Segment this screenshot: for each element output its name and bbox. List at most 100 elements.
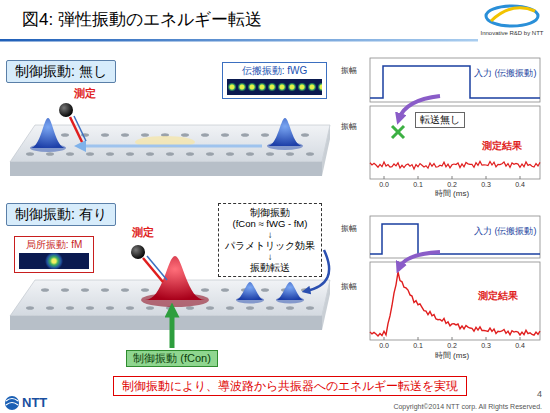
tick-label: 0.3: [481, 342, 491, 350]
waveguide-bottom: [131, 245, 145, 259]
trace-label: 測定結果: [478, 290, 518, 302]
ntt-footer-mark: [5, 396, 19, 410]
chart-top: [370, 66, 540, 98]
node-text: 転送無し: [420, 114, 460, 126]
chart-top: [392, 126, 404, 138]
waveguide-top: [322, 125, 330, 176]
waveguide-top: [26, 133, 314, 156]
page-number: 4: [537, 389, 542, 399]
mode-image: [227, 79, 322, 95]
conclusion-box: 制御振動により、導波路から共振器へのエネルギー転送を実現: [113, 376, 467, 396]
measure-label: 測定: [74, 87, 96, 100]
chart-bottom: [399, 252, 440, 268]
trace-label: 入力 (伝搬振動): [474, 68, 537, 78]
chart-bottom: [370, 224, 540, 254]
chart-top: [520, 176, 521, 179]
node-text: ↓: [225, 251, 315, 262]
waveguide-bottom: [126, 306, 134, 310]
waveguide-top: [74, 116, 86, 141]
control-box: 制御振動 (fCon): [126, 350, 218, 367]
chart-top: [392, 126, 404, 138]
axis-label: 振幅: [341, 66, 357, 75]
chart-top: [418, 176, 419, 179]
chart-bottom: [452, 337, 453, 340]
waveguide-bottom: [61, 288, 69, 292]
logo-tagline: Innovative R&D by NTT: [480, 30, 543, 37]
waveguide-bottom: [146, 306, 154, 310]
tick-label: 0.4: [515, 342, 525, 350]
chart-top: [452, 176, 453, 179]
section-label: 制御振動: 有り: [6, 203, 116, 226]
waveguide-top: [121, 133, 129, 137]
waveguide-bottom: [322, 280, 330, 330]
waveguide-top: [226, 152, 234, 156]
tick-label: 0.4: [515, 181, 525, 189]
axis-title: 時間 (ms): [435, 351, 469, 360]
waveguide-bottom: [101, 288, 109, 292]
waveguide-top: [166, 152, 174, 156]
waveguide-top: [206, 152, 214, 156]
waveguide-top: [286, 152, 294, 156]
tick-label: 0.1: [413, 342, 423, 350]
waveguide-top: [246, 152, 254, 156]
waveguide-bottom: [221, 288, 229, 292]
waveguide-top: [46, 152, 54, 156]
waveguide-top: [10, 162, 322, 176]
trace-label: 測定結果: [482, 140, 522, 152]
waveguide-top: [26, 152, 34, 156]
waveguide-bottom: [306, 306, 314, 310]
node-text: 振動転送: [225, 262, 315, 273]
tick-label: 0.2: [447, 342, 457, 350]
waveguide-bottom: [106, 306, 114, 310]
axis-label: 振幅: [341, 224, 357, 233]
ntt-logo-mark: [486, 6, 538, 26]
chart-top: [384, 176, 520, 179]
waveguide-bottom: [236, 282, 264, 300]
waveguide-top: [181, 133, 189, 137]
chart-top: [370, 106, 540, 179]
ntt-logo-mark: [491, 8, 535, 21]
waveguide-top: [61, 133, 69, 137]
waveguide-top: [10, 103, 330, 176]
chart-bottom: [418, 337, 419, 340]
waveguide-top: [201, 133, 209, 137]
chart-top: [370, 161, 540, 169]
node-text: 制御振動 (fCon): [133, 352, 211, 365]
tick-label: 0.0: [379, 181, 389, 189]
waveguide-top: [186, 152, 194, 156]
chart-top: [384, 176, 385, 179]
measure-label: 測定: [132, 226, 154, 239]
slide-title: 図4: 弾性振動のエネルギー転送: [22, 10, 262, 30]
tick-label: 0.0: [379, 342, 389, 350]
mode-box: 局所振動: fM: [14, 236, 94, 273]
waveguide-top: [106, 152, 114, 156]
waveguide-bottom: [266, 306, 274, 310]
waveguide-bottom: [41, 288, 49, 292]
chart-bottom: [384, 337, 385, 340]
chart-bottom: [370, 216, 540, 258]
waveguide-top: [241, 133, 249, 137]
node-text: (fCon ≈ fWG - fM): [225, 218, 315, 229]
trace-label: 入力 (伝搬振動): [474, 226, 537, 236]
node-text: パラメトリック効果: [225, 240, 315, 251]
chart-bottom: [486, 337, 487, 340]
waveguide-top: [101, 133, 109, 137]
title-rule: [0, 39, 478, 42]
waveguide-top: [306, 152, 314, 156]
waveguide-top: [146, 152, 154, 156]
waveguide-bottom: [147, 256, 167, 280]
waveguide-bottom: [246, 306, 254, 310]
waveguide-bottom: [186, 306, 194, 310]
chart-top: [370, 58, 540, 179]
chart-bottom: [370, 272, 540, 336]
waveguide-bottom: [261, 288, 269, 292]
mode-image: [19, 253, 89, 269]
waveguide-top: [221, 133, 229, 137]
waveguide-top: [301, 133, 309, 137]
waveguide-bottom: [286, 306, 294, 310]
waveguide-bottom: [206, 306, 214, 310]
tick-label: 0.3: [481, 181, 491, 189]
waveguide-top: [86, 152, 94, 156]
waveguide-top: [266, 152, 274, 156]
node-text: 伝搬振動: fWG: [227, 65, 322, 77]
